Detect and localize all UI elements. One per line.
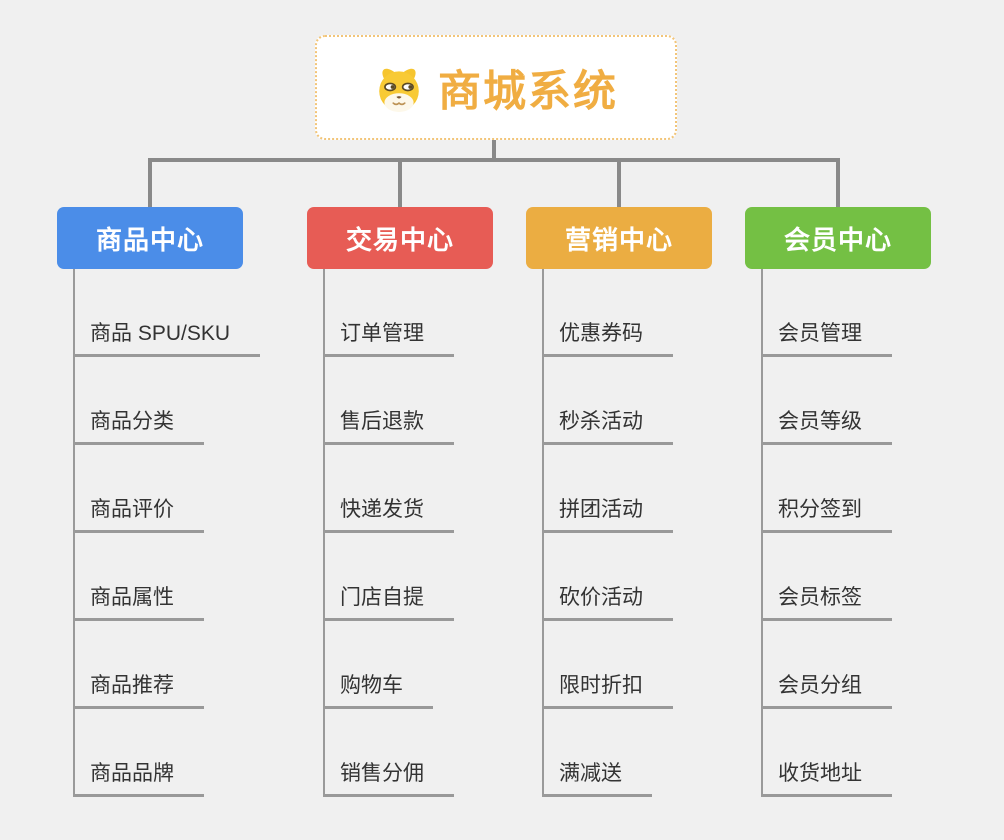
branch-trunk-line bbox=[73, 269, 75, 797]
item-product-category[interactable]: 商品分类 bbox=[57, 357, 307, 445]
connector-stub-marketing-center bbox=[617, 158, 621, 207]
branch-trunk-line bbox=[542, 269, 544, 797]
item-member-management[interactable]: 会员管理 bbox=[745, 269, 995, 357]
root-node[interactable]: 商城系统 bbox=[315, 35, 677, 140]
item-bargain-activity[interactable]: 砍价活动 bbox=[526, 533, 776, 621]
branch-trade-center: 交易中心 订单管理 售后退款 快递发货 门店自提 购物车 销售分佣 bbox=[307, 207, 557, 797]
item-product-review[interactable]: 商品评价 bbox=[57, 445, 307, 533]
branch-items: 商品 SPU/SKU 商品分类 商品评价 商品属性 商品推荐 商品品牌 bbox=[57, 269, 307, 797]
item-shopping-cart[interactable]: 购物车 bbox=[307, 621, 557, 709]
branch-product-center: 商品中心 商品 SPU/SKU 商品分类 商品评价 商品属性 商品推荐 商品品牌 bbox=[57, 207, 307, 797]
item-store-pickup[interactable]: 门店自提 bbox=[307, 533, 557, 621]
branch-member-center: 会员中心 会员管理 会员等级 积分签到 会员标签 会员分组 收货地址 bbox=[745, 207, 995, 797]
item-group-buy[interactable]: 拼团活动 bbox=[526, 445, 776, 533]
item-points-checkin[interactable]: 积分签到 bbox=[745, 445, 995, 533]
branch-items: 会员管理 会员等级 积分签到 会员标签 会员分组 收货地址 bbox=[745, 269, 995, 797]
item-product-attribute[interactable]: 商品属性 bbox=[57, 533, 307, 621]
branch-node-product-center[interactable]: 商品中心 bbox=[57, 207, 243, 269]
item-product-recommend[interactable]: 商品推荐 bbox=[57, 621, 307, 709]
connector-stub-trade-center bbox=[398, 158, 402, 207]
branch-items: 优惠券码 秒杀活动 拼团活动 砍价活动 限时折扣 满减送 bbox=[526, 269, 776, 797]
item-sales-commission[interactable]: 销售分佣 bbox=[307, 709, 557, 797]
root-title: 商城系统 bbox=[438, 67, 618, 116]
item-limited-time-discount[interactable]: 限时折扣 bbox=[526, 621, 776, 709]
branch-trunk-line bbox=[323, 269, 325, 797]
branch-node-marketing-center[interactable]: 营销中心 bbox=[526, 207, 712, 269]
item-member-level[interactable]: 会员等级 bbox=[745, 357, 995, 445]
branch-node-trade-center[interactable]: 交易中心 bbox=[307, 207, 493, 269]
connector-root-stub bbox=[492, 140, 496, 160]
item-express-shipping[interactable]: 快递发货 bbox=[307, 445, 557, 533]
item-product-spu-sku[interactable]: 商品 SPU/SKU bbox=[57, 269, 307, 357]
dog-face-icon bbox=[379, 68, 419, 112]
item-shipping-address[interactable]: 收货地址 bbox=[745, 709, 995, 797]
item-aftersale-refund[interactable]: 售后退款 bbox=[307, 357, 557, 445]
connector-bus bbox=[148, 158, 840, 162]
branch-marketing-center: 营销中心 优惠券码 秒杀活动 拼团活动 砍价活动 限时折扣 满减送 bbox=[526, 207, 776, 797]
branch-node-member-center[interactable]: 会员中心 bbox=[745, 207, 931, 269]
item-spend-and-save[interactable]: 满减送 bbox=[526, 709, 776, 797]
item-member-group[interactable]: 会员分组 bbox=[745, 621, 995, 709]
item-order-management[interactable]: 订单管理 bbox=[307, 269, 557, 357]
item-flash-sale[interactable]: 秒杀活动 bbox=[526, 357, 776, 445]
branch-items: 订单管理 售后退款 快递发货 门店自提 购物车 销售分佣 bbox=[307, 269, 557, 797]
connector-stub-product-center bbox=[148, 158, 152, 207]
connector-stub-member-center bbox=[836, 158, 840, 207]
branch-trunk-line bbox=[761, 269, 763, 797]
item-product-brand[interactable]: 商品品牌 bbox=[57, 709, 307, 797]
item-member-tag[interactable]: 会员标签 bbox=[745, 533, 995, 621]
item-coupon-code[interactable]: 优惠券码 bbox=[526, 269, 776, 357]
